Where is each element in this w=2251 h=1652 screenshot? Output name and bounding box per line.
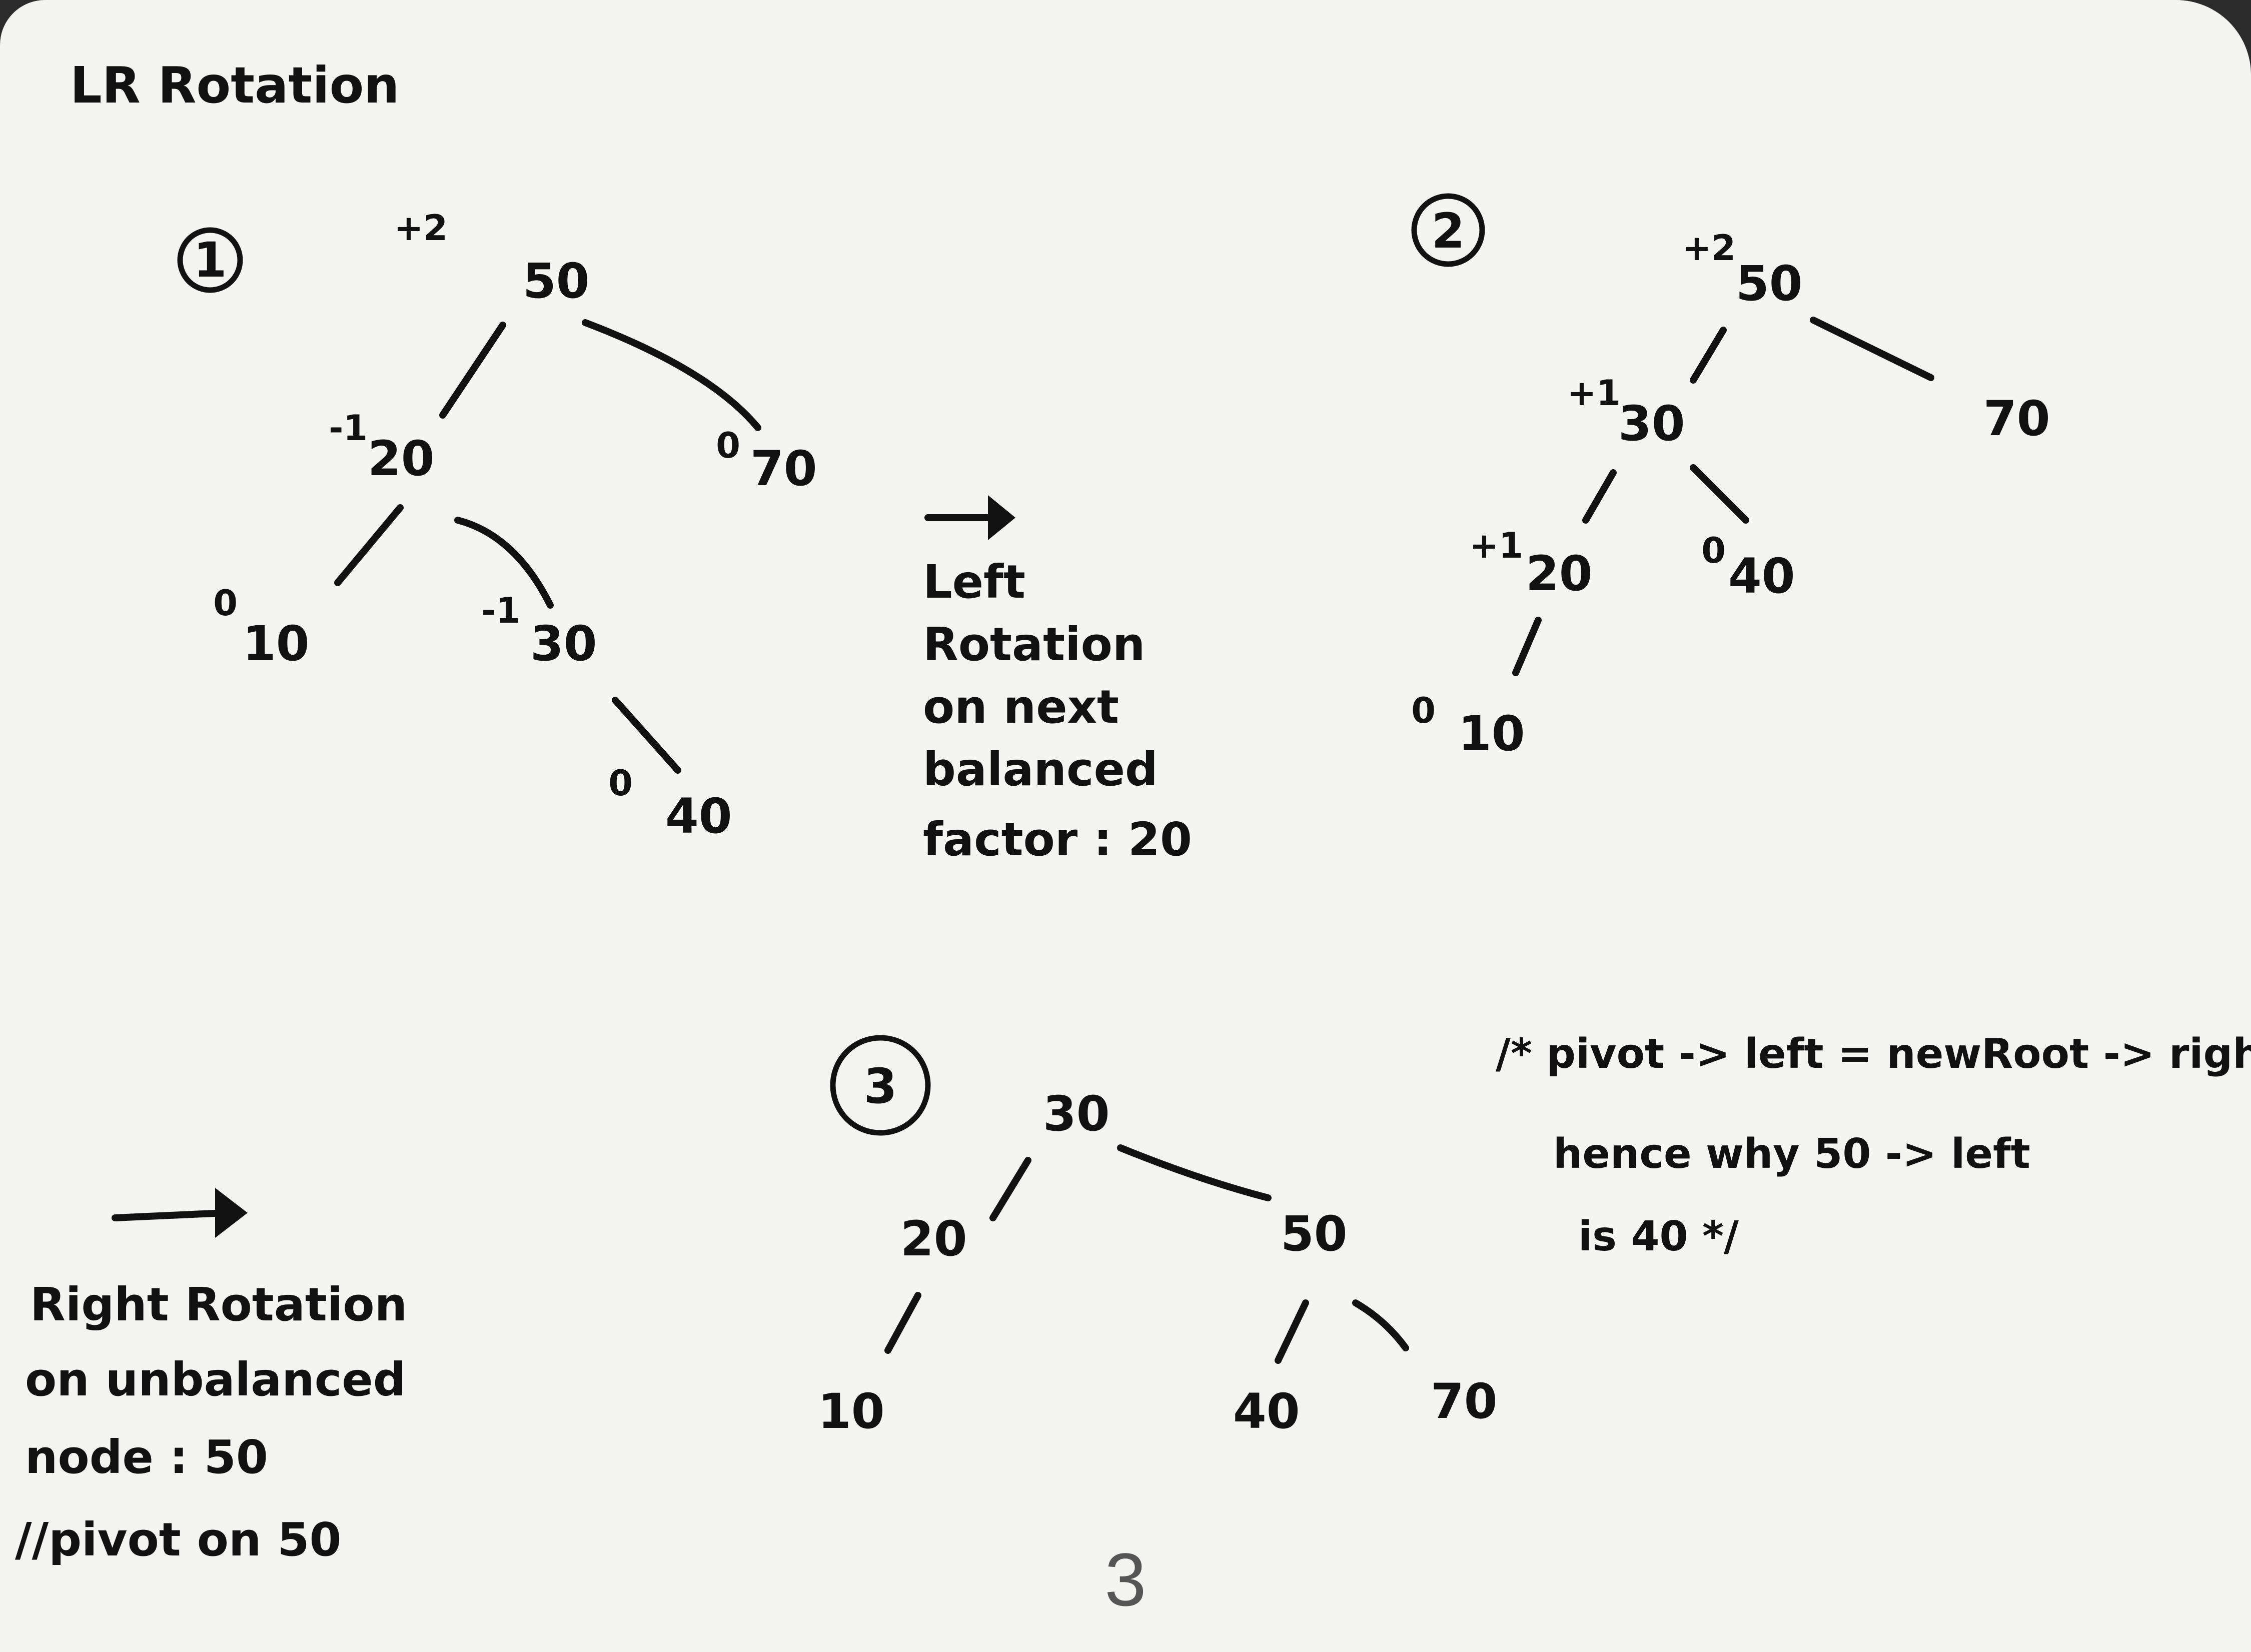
step2-node-40: 40 [1728,548,1795,604]
right-rotation-note-line1: Right Rotation [30,1278,407,1331]
step3-node-70: 70 [1431,1373,1498,1429]
comment-line2: hence why 50 -> left [1553,1130,2030,1178]
step-2-label: 2 [1432,203,1465,259]
step1-bf-70: 0 [716,425,740,466]
step2-edge-50-30 [1690,327,1727,384]
step1-edge-30-40 [612,697,681,774]
right-rotation-arrowhead [215,1188,248,1238]
left-rotation-note-line4: balanced [923,743,1158,796]
step3-edge-50-40 [1275,1299,1309,1364]
step3-node-10: 10 [818,1383,885,1439]
page-title: LR Rotation [70,56,400,115]
left-rotation-arrowhead [988,495,1015,540]
step2-edge-20-10 [1512,617,1542,676]
step2-node-50: 50 [1736,256,1803,312]
right-rotation-note-line3: node : 50 [25,1430,268,1484]
step1-bf-30: -1 [481,590,520,631]
step1-bf-20: -1 [329,408,368,449]
step2-edge-30-40 [1690,464,1749,524]
step3-edge-20-10 [884,1292,921,1354]
step1-bf-50: +2 [394,208,448,249]
step-3-circle [830,1035,931,1136]
left-rotation-note-line1: Left [923,555,1025,609]
step2-bf-30: +1 [1567,373,1621,414]
comment-line3: is 40 */ [1578,1213,1739,1260]
right-rotation-note-line4: //pivot on 50 [15,1513,342,1566]
step2-node-20: 20 [1526,546,1593,602]
step2-node-10: 10 [1458,706,1525,762]
step1-bf-40: 0 [608,763,633,804]
step3-edge-30-50 [1117,1144,1272,1201]
step-1-label: 1 [194,232,227,288]
step3-node-20: 20 [900,1211,967,1267]
step3-node-40: 40 [1233,1383,1300,1439]
step1-node-30: 30 [530,616,597,672]
step1-edge-50-20 [439,322,506,419]
right-rotation-note-line2: on unbalanced [25,1353,406,1406]
step1-node-70: 70 [750,441,817,497]
step2-node-30: 30 [1618,396,1685,452]
step-3-label: 3 [864,1058,897,1114]
step1-edge-50-70 [582,319,761,431]
step1-edge-20-10 [334,504,404,586]
step2-edge-30-20 [1582,469,1617,524]
left-rotation-note-line3: on next [923,680,1119,734]
step1-edge-20-30 [454,517,554,609]
step3-edge-50-70 [1352,1299,1409,1351]
right-rotation-arrow-shaft [112,1209,229,1221]
step2-bf-10: 0 [1411,690,1436,731]
comment-line1: /* pivot -> left = newRoot -> right ; [1496,1030,2251,1078]
step2-bf-40: 0 [1701,530,1726,571]
left-rotation-note-line5: factor : 20 [923,813,1192,866]
step2-bf-50: +2 [1682,228,1736,269]
step3-node-30: 30 [1043,1086,1110,1142]
step3-node-50: 50 [1281,1206,1348,1262]
step1-node-50: 50 [523,253,590,309]
step1-node-20: 20 [368,431,435,487]
step2-node-70: 70 [1983,391,2050,447]
step-1-circle [177,227,243,293]
step2-edge-50-70 [1810,317,1934,381]
step2-bf-20: +1 [1470,525,1523,566]
page-number: 3 [1104,1537,1146,1621]
left-rotation-note-line2: Rotation [923,618,1145,671]
step3-edge-30-20 [989,1157,1031,1221]
step1-node-10: 10 [243,616,310,672]
step-2-circle [1411,193,1485,267]
step1-bf-10: 0 [213,583,238,624]
step1-node-40: 40 [665,788,732,844]
